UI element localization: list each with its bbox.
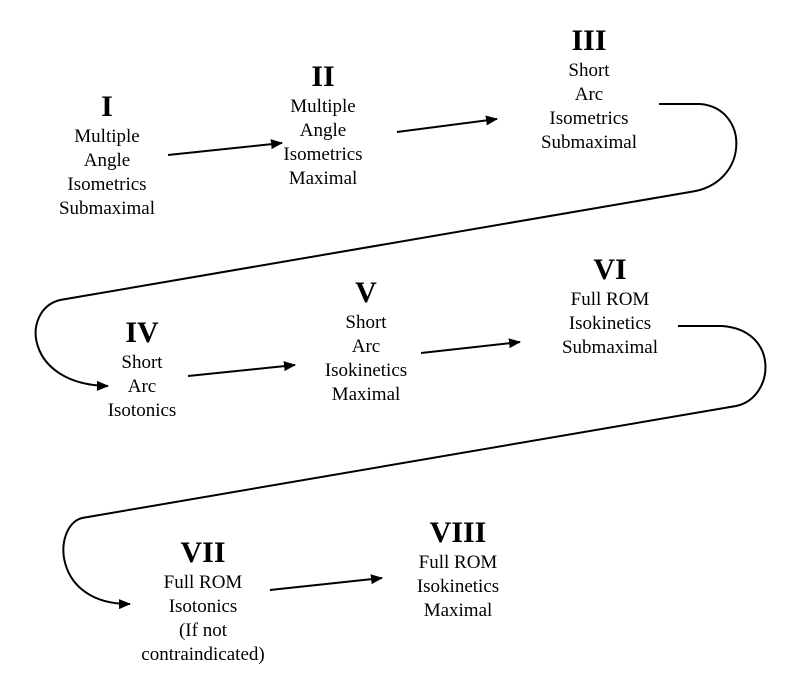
stage-line: Isometrics <box>549 108 629 129</box>
stage-line: Full ROM <box>418 552 498 573</box>
stage-i: I Multiple Angle Isometrics Submaximal <box>59 92 155 221</box>
stage-numeral: I <box>101 90 113 123</box>
stage-line: Submaximal <box>58 198 156 219</box>
stage-line: Multiple <box>290 96 356 117</box>
stage-iii: III Short Arc Isometrics Submaximal <box>541 26 637 155</box>
stage-line: Short <box>121 352 163 373</box>
stage-line: Isokinetics <box>416 576 500 597</box>
stage-numeral: II <box>311 60 335 93</box>
stage-line: Isometrics <box>67 174 147 195</box>
stage-line: Angle <box>83 150 131 171</box>
stage-line: Isokinetics <box>324 360 408 381</box>
arrow-vi-to-vii <box>62 325 767 610</box>
stage-numeral: VIII <box>429 516 487 549</box>
stage-line: Short <box>568 60 610 81</box>
stage-line: Isokinetics <box>568 313 652 334</box>
stage-line: Maximal <box>288 168 358 189</box>
stage-line: Submaximal <box>540 132 638 153</box>
stage-line: Full ROM <box>570 289 650 310</box>
stage-numeral: III <box>571 24 607 57</box>
stage-line: Isotonics <box>168 596 238 617</box>
stage-viii: VIII Full ROM Isokinetics Maximal <box>417 518 499 623</box>
arrow-ii-to-iii <box>396 115 498 133</box>
stage-line: Submaximal <box>561 337 659 358</box>
stage-v: V Short Arc Isokinetics Maximal <box>325 278 407 407</box>
stage-numeral: IV <box>125 316 159 349</box>
stage-iv: IV Short Arc Isotonics <box>108 318 177 423</box>
stage-line: Isometrics <box>283 144 363 165</box>
stage-line: (If not <box>178 620 227 641</box>
stage-line: Angle <box>299 120 347 141</box>
stage-line: Full ROM <box>163 572 243 593</box>
stage-numeral: VII <box>180 536 226 569</box>
arrow-v-to-vi <box>420 338 521 354</box>
stage-vii: VII Full ROM Isotonics (If not contraind… <box>141 538 264 667</box>
stage-line: Maximal <box>331 384 401 405</box>
arrow-iv-to-v <box>187 361 296 377</box>
stage-vi: VI Full ROM Isokinetics Submaximal <box>562 255 658 360</box>
stage-ii: II Multiple Angle Isometrics Maximal <box>283 62 362 191</box>
stage-numeral: VI <box>593 253 627 286</box>
arrow-vii-to-viii <box>269 574 383 591</box>
stage-numeral: V <box>355 276 377 309</box>
stage-line: Arc <box>351 336 381 357</box>
stage-line: Multiple <box>74 126 140 147</box>
stage-line: Arc <box>574 84 604 105</box>
arrow-iii-to-iv <box>34 103 738 391</box>
stage-line: Short <box>345 312 387 333</box>
stage-line: contraindicated) <box>141 644 265 665</box>
stage-line: Arc <box>127 376 157 397</box>
arrow-i-to-ii <box>167 139 283 156</box>
stage-line: Maximal <box>423 600 493 621</box>
stage-line: Isotonics <box>107 400 177 421</box>
